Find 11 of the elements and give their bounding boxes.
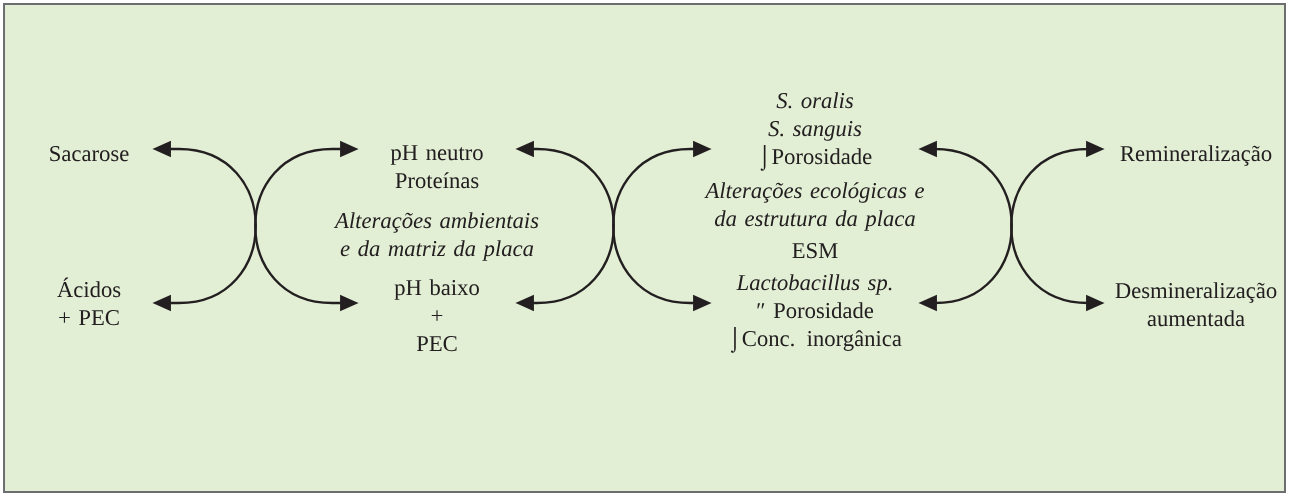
text-label: Lactobacillus sp. ″ Porosidade ⌡Conc. inorgânica [731, 274, 902, 353]
text-label: Desmineralização aumentada [1115, 282, 1277, 327]
text-label: pH baixo + PEC [394, 279, 479, 352]
text-label: Sacarose [50, 146, 129, 162]
note-text: ESM [792, 243, 838, 259]
note-text: Alterações ambientais e da matriz da placa [333, 212, 539, 261]
text-label: Ácidos + PEC [57, 277, 121, 326]
text-label: pH neutro Proteínas [390, 145, 483, 189]
text-label: S. oralis S. sanguis ⌡Porosidade [760, 92, 872, 171]
note-text: Alterações ecológicas e da estrutura da placa [704, 182, 925, 231]
text-label: Remineralização [1120, 145, 1272, 166]
